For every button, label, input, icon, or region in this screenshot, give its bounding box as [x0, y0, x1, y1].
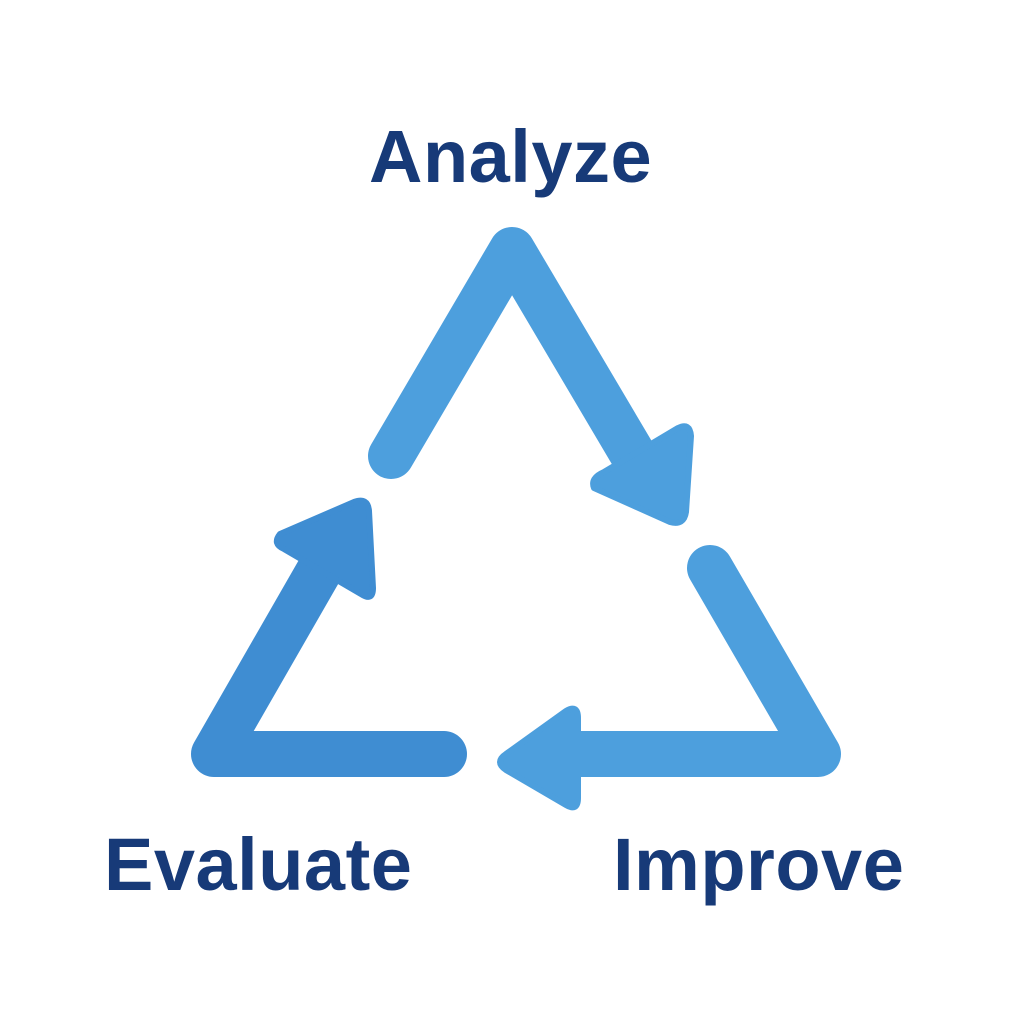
arrow-improve-to-evaluate-shaft: [525, 545, 841, 777]
arrow-evaluate-to-analyze-shaft: [191, 529, 467, 777]
label-analyze: Analyze: [369, 115, 653, 198]
arrow-analyze-to-improve-shaft: [368, 227, 658, 481]
arrow-evaluate-to-analyze-head: [273, 497, 376, 600]
label-evaluate: Evaluate: [104, 823, 413, 906]
arrow-analyze-to-improve-head: [590, 423, 694, 526]
arrow-analyze-to-improve: [368, 227, 694, 526]
arrow-improve-to-evaluate-head: [497, 705, 581, 811]
label-improve: Improve: [613, 823, 905, 906]
arrow-improve-to-evaluate: [497, 545, 841, 811]
arrow-evaluate-to-analyze: [191, 497, 467, 777]
